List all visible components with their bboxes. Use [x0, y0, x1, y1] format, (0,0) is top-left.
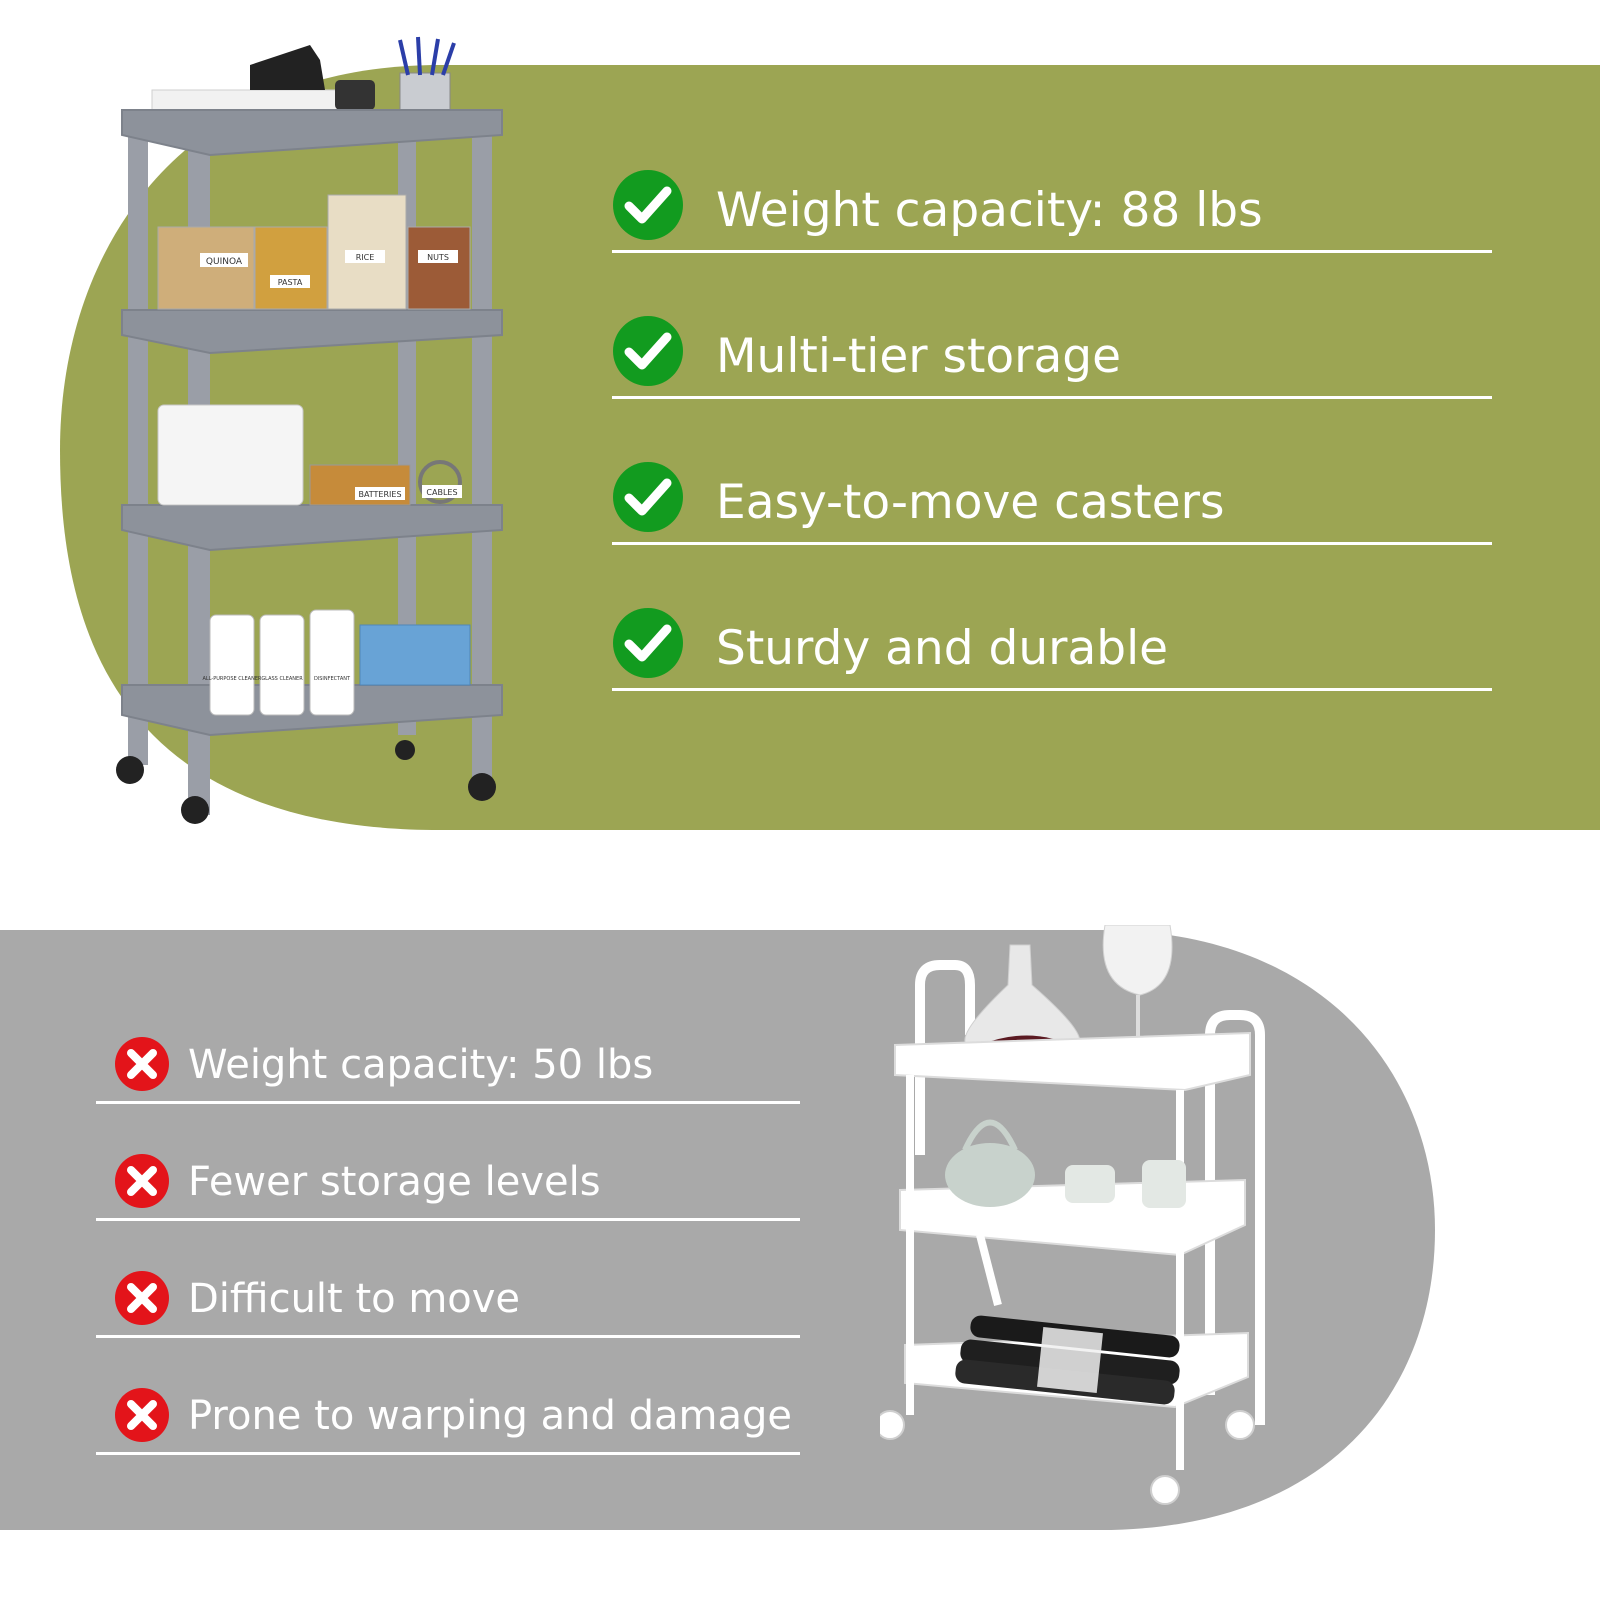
food-containers: QUINOA PASTA RICE NUTS — [157, 194, 471, 310]
con-item: Fewer storage levels — [96, 1147, 800, 1221]
gray-rolling-cart-image: QUINOA PASTA RICE NUTS BATTERIES CABLES … — [116, 36, 503, 824]
con-label-difficult-move: Difficult to move — [188, 1276, 521, 1322]
pen-cup — [399, 72, 451, 112]
con-label-weight-capacity: Weight capacity: 50 lbs — [188, 1042, 654, 1088]
paper-stack — [151, 89, 353, 111]
white-rolling-cart-image — [880, 925, 1265, 1505]
all-purpose-label: ALL-PURPOSE CLEANER — [203, 676, 262, 682]
pros-list: Weight capacity: 88 lbs Multi-tier stora… — [612, 165, 1492, 749]
check-icon — [613, 462, 683, 532]
wine-bottles — [955, 1315, 1180, 1405]
cross-icon — [115, 1388, 169, 1442]
stapler — [250, 45, 325, 90]
cross-icon — [115, 1271, 169, 1325]
decanter — [964, 944, 1081, 1048]
check-icon — [613, 608, 683, 678]
pasta-label: PASTA — [278, 278, 303, 287]
cross-icon — [115, 1037, 169, 1091]
batteries-label: BATTERIES — [358, 490, 401, 499]
quinoa-label: QUINOA — [206, 257, 243, 267]
nuts-label: NUTS — [427, 253, 449, 262]
pro-item: Sturdy and durable — [612, 603, 1492, 691]
con-label-storage-levels: Fewer storage levels — [188, 1159, 601, 1205]
cons-list: Weight capacity: 50 lbs Fewer storage le… — [96, 1030, 800, 1498]
pro-label-weight-capacity: Weight capacity: 88 lbs — [716, 183, 1263, 238]
con-label-warping: Prone to warping and damage — [188, 1393, 792, 1439]
pros-panel: QUINOA PASTA RICE NUTS BATTERIES CABLES … — [60, 36, 1600, 830]
pro-label-casters: Easy-to-move casters — [716, 475, 1225, 530]
teapot — [945, 1143, 1035, 1207]
pro-item: Weight capacity: 88 lbs — [612, 165, 1492, 253]
cross-icon — [115, 1154, 169, 1208]
pro-label-multi-tier: Multi-tier storage — [716, 329, 1122, 384]
pro-item: Easy-to-move casters — [612, 457, 1492, 545]
tea-cup — [1142, 1160, 1186, 1208]
cables-label: CABLES — [426, 488, 457, 497]
tape-dispenser — [335, 80, 375, 110]
pro-item: Multi-tier storage — [612, 311, 1492, 399]
con-item: Prone to warping and damage — [96, 1381, 800, 1455]
check-icon — [613, 316, 683, 386]
rice-label: RICE — [356, 253, 375, 262]
check-icon — [613, 170, 683, 240]
tools-and-batteries: BATTERIES CABLES — [157, 404, 462, 506]
con-item: Weight capacity: 50 lbs — [96, 1030, 800, 1104]
tea-cup — [1065, 1165, 1115, 1203]
pro-label-sturdy: Sturdy and durable — [716, 621, 1169, 676]
con-item: Difficult to move — [96, 1264, 800, 1338]
glass-label: GLASS CLEANER — [261, 676, 303, 682]
disinfectant-label: DISINFECTANT — [314, 676, 351, 682]
wine-glass — [1102, 925, 1173, 996]
cleaning-supplies: ALL-PURPOSE CLEANER GLASS CLEANER DISINF… — [203, 609, 471, 716]
